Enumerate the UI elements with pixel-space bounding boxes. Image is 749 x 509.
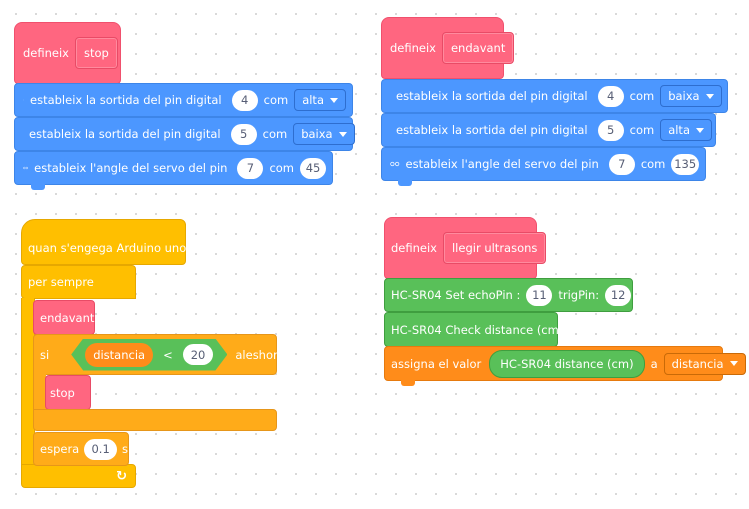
arduino-icon xyxy=(23,166,28,170)
operator-label: < xyxy=(163,347,173,362)
block-label: estableix la sortida del pin digital xyxy=(396,123,588,137)
call-label: endavant xyxy=(40,310,95,325)
block-label: HC-SR04 Check distance (cm) xyxy=(391,322,564,337)
pin-input[interactable]: 4 xyxy=(231,89,258,111)
if-then-block[interactable]: si distancia < 20 aleshores xyxy=(33,334,291,375)
angle-input[interactable]: 135 xyxy=(671,153,699,175)
set-servo-angle-block[interactable]: estableix l'angle del servo del pin 7 co… xyxy=(14,151,333,190)
call-endavant-block[interactable]: endavant xyxy=(33,300,95,335)
echo-pin-input[interactable]: 11 xyxy=(526,284,553,306)
hcsr04-set-pins-block[interactable]: HC-SR04 Set echoPin : 11 trigPin: 12 xyxy=(384,278,633,312)
when-arduino-starts-hat[interactable]: quan s'engega Arduino uno xyxy=(21,219,186,265)
if-footer xyxy=(33,409,277,431)
block-notch xyxy=(31,184,45,190)
assign-label: assigna el valor xyxy=(391,356,482,371)
chevron-down-icon xyxy=(696,127,704,133)
define-llegir-ultrasons-hat[interactable]: defineix llegir ultrasons xyxy=(384,217,547,279)
com-label: com xyxy=(263,93,289,107)
com-label: com xyxy=(262,127,288,141)
define-label: defineix xyxy=(390,41,436,55)
set-digital-pin-block[interactable]: estableix la sortida del pin digital 4 c… xyxy=(381,79,728,113)
chevron-down-icon xyxy=(729,361,738,366)
block-label: estableix la sortida del pin digital xyxy=(396,89,588,103)
variable-name: distancia xyxy=(671,356,724,371)
set-digital-pin-block[interactable]: estableix la sortida del pin digital 5 c… xyxy=(381,113,716,147)
level-value: baixa xyxy=(668,89,700,103)
define-name-stop[interactable]: stop xyxy=(74,37,118,69)
if-rail xyxy=(33,374,46,410)
set-digital-pin-block[interactable]: estableix la sortida del pin digital 5 c… xyxy=(14,117,355,151)
wait-block[interactable]: espera 0.1 s xyxy=(33,432,129,466)
arduino-icon xyxy=(23,99,24,101)
com-label: com xyxy=(269,161,294,175)
com-label: com xyxy=(629,89,655,103)
forever-label: per sempre xyxy=(28,275,94,289)
pin-input[interactable]: 4 xyxy=(597,85,624,107)
call-label: stop xyxy=(50,385,75,400)
level-dropdown[interactable]: baixa xyxy=(293,123,355,145)
distance-variable[interactable]: distancia xyxy=(85,343,153,367)
define-name-llegir-ultrasons[interactable]: llegir ultrasons xyxy=(442,232,547,264)
angle-input[interactable]: 45 xyxy=(300,157,326,179)
chevron-down-icon xyxy=(330,97,338,103)
hat-label: quan s'engega Arduino uno xyxy=(28,241,187,255)
if-label: si xyxy=(40,347,50,362)
block-label: estableix la sortida del pin digital xyxy=(29,127,221,141)
forever-footer[interactable]: ↻ xyxy=(21,464,136,488)
level-dropdown[interactable]: alta xyxy=(294,89,346,111)
block-label: estableix la sortida del pin digital xyxy=(30,93,222,107)
set-servo-angle-block[interactable]: estableix l'angle del servo del pin 7 co… xyxy=(381,147,706,186)
a-label: a xyxy=(650,356,658,371)
level-dropdown[interactable]: alta xyxy=(660,119,712,141)
level-value: baixa xyxy=(301,127,333,141)
pin-input[interactable]: 5 xyxy=(230,123,257,145)
chevron-down-icon xyxy=(338,131,347,137)
wait-label: espera xyxy=(40,442,80,456)
define-name-endavant[interactable]: endavant xyxy=(441,32,515,64)
distance-reporter[interactable]: HC-SR04 distance (cm) xyxy=(489,349,645,378)
wait-seconds-input[interactable]: 0.1 xyxy=(84,438,117,460)
wait-unit: s xyxy=(122,442,128,456)
define-label: defineix xyxy=(23,46,69,60)
arduino-icon xyxy=(390,161,400,167)
pin-input[interactable]: 7 xyxy=(237,157,264,179)
level-value: alta xyxy=(668,123,690,137)
variable-dropdown[interactable]: distancia xyxy=(663,352,746,375)
com-label: com xyxy=(640,157,666,171)
block-notch xyxy=(398,180,412,186)
less-than-condition[interactable]: distancia < 20 xyxy=(71,339,227,371)
level-value: alta xyxy=(302,93,324,107)
forever-loop-block[interactable]: per sempre xyxy=(21,265,136,299)
assign-variable-block[interactable]: assigna el valor HC-SR04 distance (cm) a… xyxy=(384,346,746,386)
block-label: estableix l'angle del servo del pin xyxy=(405,157,599,171)
trig-pin-input[interactable]: 12 xyxy=(605,284,632,306)
block-label: HC-SR04 Set echoPin : xyxy=(391,288,521,302)
block-notch xyxy=(401,380,415,386)
loop-arrow-icon: ↻ xyxy=(116,468,127,484)
define-label: defineix xyxy=(391,241,437,255)
compare-value-input[interactable]: 20 xyxy=(183,344,214,365)
pin-input[interactable]: 5 xyxy=(597,119,624,141)
level-dropdown[interactable]: baixa xyxy=(660,85,722,107)
block-label: estableix l'angle del servo del pin xyxy=(34,161,228,175)
chevron-down-icon xyxy=(705,93,714,99)
define-stop-hat[interactable]: defineix stop xyxy=(14,22,121,84)
define-endavant-hat[interactable]: defineix endavant xyxy=(381,17,515,79)
com-label: com xyxy=(629,123,655,137)
trig-label: trigPin: xyxy=(558,288,600,302)
call-stop-block[interactable]: stop xyxy=(45,375,91,410)
pin-input[interactable]: 7 xyxy=(608,153,635,175)
set-digital-pin-block[interactable]: estableix la sortida del pin digital 4 c… xyxy=(14,83,353,117)
hcsr04-check-distance-block[interactable]: HC-SR04 Check distance (cm) xyxy=(384,312,563,347)
then-label: aleshores xyxy=(235,347,291,362)
